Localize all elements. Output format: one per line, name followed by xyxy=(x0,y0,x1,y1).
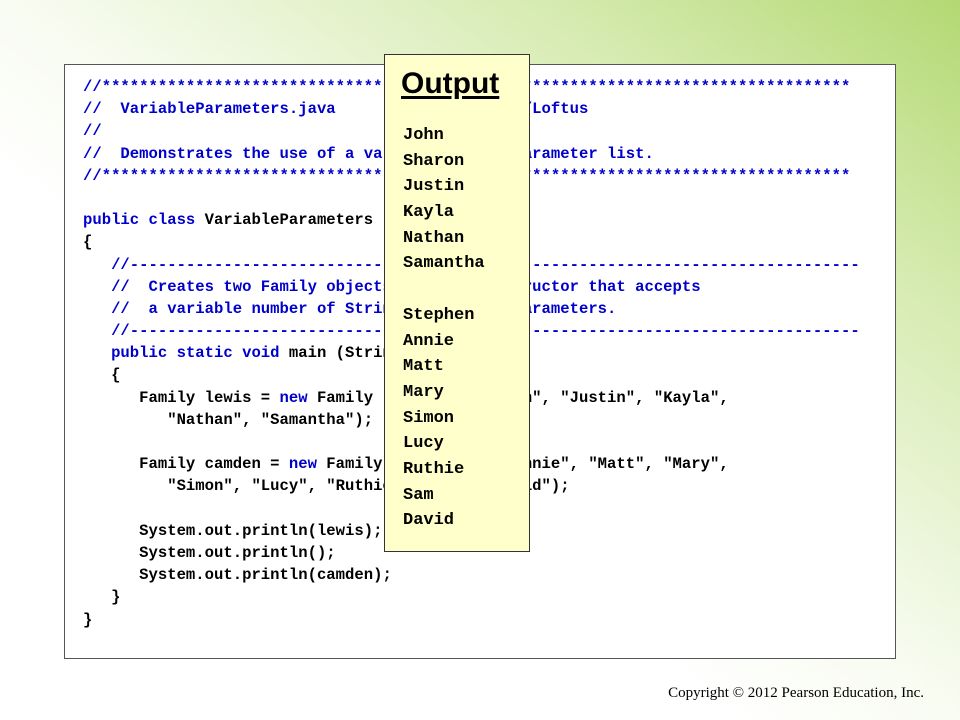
code-text xyxy=(83,256,111,274)
code-line: } xyxy=(83,609,860,631)
code-comment: // a variable number of String objects a… xyxy=(111,299,617,318)
output-line: Sam xyxy=(403,485,434,505)
code-text: } xyxy=(83,610,93,629)
code-line: { xyxy=(83,231,860,253)
output-line: Stephen xyxy=(403,305,475,325)
output-line: Nathan xyxy=(403,228,465,248)
code-line: { xyxy=(83,364,860,386)
code-comment: // xyxy=(83,122,102,141)
code-text xyxy=(83,300,111,318)
output-line: Lucy xyxy=(403,434,444,454)
output-line: Annie xyxy=(403,331,455,351)
code-keyword: public static void xyxy=(111,344,280,363)
copyright-footer: Copyright © 2012 Pearson Education, Inc. xyxy=(668,685,924,701)
code-line: System.out.println(lewis); xyxy=(83,520,860,542)
output-line: Samantha xyxy=(403,254,485,274)
output-line: Simon xyxy=(403,408,455,428)
code-text: System.out.println(camden); xyxy=(83,566,392,585)
code-line: System.out.println(camden); xyxy=(83,564,860,586)
output-blank-line xyxy=(403,277,485,303)
output-line: Justin xyxy=(403,177,465,197)
code-listing: //**************************************… xyxy=(83,76,860,631)
code-text xyxy=(83,344,111,362)
code-text: Family lewis = xyxy=(83,388,280,407)
code-keyword: new xyxy=(288,455,317,474)
output-line: Kayla xyxy=(403,203,455,223)
code-line: } xyxy=(83,586,860,608)
code-text: System.out.println(); xyxy=(83,543,336,562)
code-text: { xyxy=(83,233,93,252)
code-text: System.out.println(lewis); xyxy=(83,521,383,540)
output-line: Matt xyxy=(403,357,444,377)
code-line: System.out.println(); xyxy=(83,542,860,564)
code-line: public class VariableParameters xyxy=(83,209,860,231)
code-comment: // Demonstrates the use of a variable le… xyxy=(83,144,654,163)
output-line: Sharon xyxy=(403,151,465,171)
code-text: { xyxy=(83,366,121,385)
code-line: "Nathan", "Samantha"); xyxy=(83,409,860,431)
code-text: } xyxy=(83,588,121,607)
output-line: John xyxy=(403,126,444,145)
code-text: Family camden = xyxy=(83,455,289,474)
code-text: "Nathan", "Samantha"); xyxy=(83,410,374,429)
output-title: Output xyxy=(401,67,500,100)
output-line: David xyxy=(403,511,455,531)
output-line: Ruthie xyxy=(403,459,465,479)
code-text xyxy=(83,278,111,296)
code-text xyxy=(83,322,111,340)
code-keyword: new xyxy=(279,388,308,407)
code-text: VariableParameters xyxy=(195,211,374,230)
output-line: Mary xyxy=(403,382,444,402)
code-keyword: public class xyxy=(83,211,196,230)
code-line: // xyxy=(83,120,860,142)
